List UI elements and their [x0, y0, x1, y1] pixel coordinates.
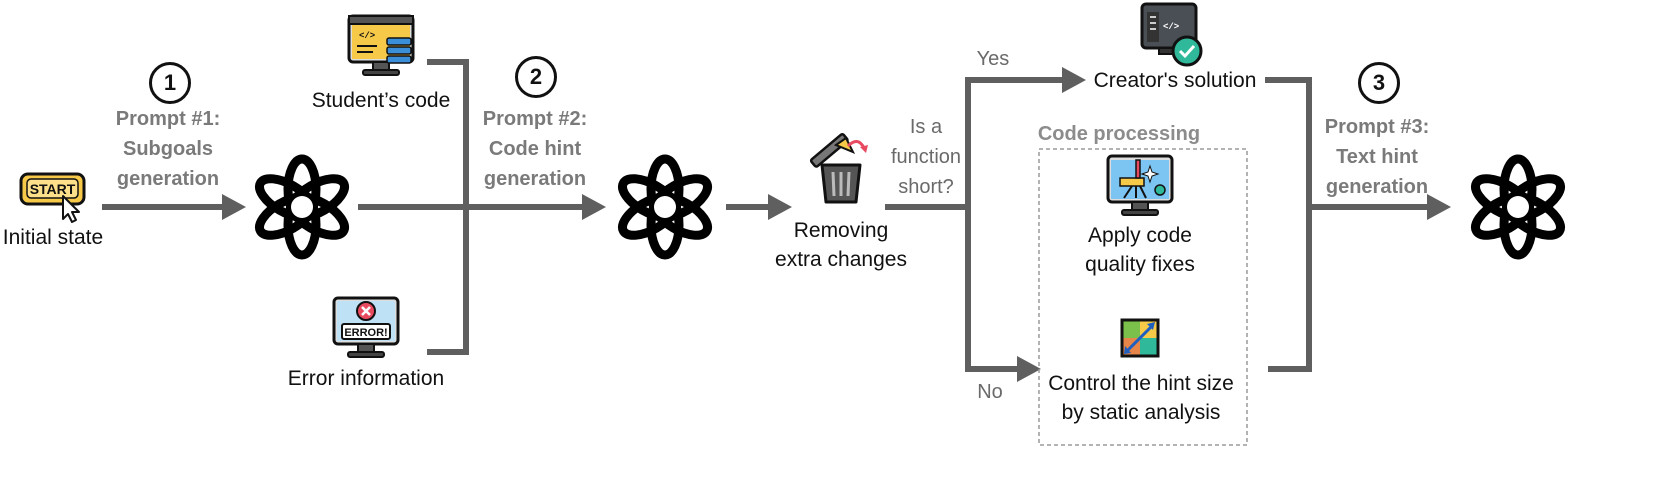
trash-icon [809, 133, 868, 204]
decision-line3: short? [898, 176, 954, 198]
control-hint-size-label: Control the hint size by static analysis [1043, 369, 1239, 427]
decision-yes-label: Yes [976, 48, 1010, 70]
start-button-icon: START [19, 172, 86, 223]
creators-solution-label: Creator's solution [1093, 69, 1257, 92]
apply-code-quality-fixes-label: Apply code quality fixes [1060, 221, 1220, 279]
error-information-label: Error information [287, 367, 445, 390]
students-code-label: Student’s code [311, 89, 451, 112]
arrowheads [222, 67, 1451, 382]
prompt-1-title: Prompt #1: [115, 108, 221, 130]
prompt-3-line1: Text hint [1336, 146, 1418, 168]
prompt-3-label: Prompt #3: Text hint generation [1312, 112, 1442, 202]
connectors [102, 59, 1430, 372]
step-number-3: 3 [1358, 62, 1400, 104]
error-monitor-icon: ERROR! [332, 296, 400, 359]
code-monitor-icon: </> [347, 14, 415, 77]
control-line1: Control the hint size [1048, 372, 1234, 395]
prompt-1-line1: Subgoals [122, 138, 213, 160]
prompt-1-line2: generation [116, 168, 220, 190]
openai-logo-icon [1469, 159, 1566, 255]
prompt-3-line2: generation [1325, 176, 1429, 198]
decision-line2: function [890, 146, 962, 168]
prompt-2-line2: generation [483, 168, 587, 190]
decision-no-label: No [977, 381, 1003, 403]
error-badge-label: ERROR! [344, 327, 387, 339]
step-number-1: 1 [149, 62, 191, 104]
svg-text:</>: </> [1163, 22, 1179, 32]
prompt-2-line1: Code hint [488, 138, 582, 160]
code-fix-monitor-icon [1106, 154, 1174, 217]
openai-logo-icon [253, 159, 350, 255]
removing-extra-changes-label: Removing extra changes [766, 216, 916, 274]
start-label: START [30, 181, 76, 197]
decision-line1: Is a [909, 116, 943, 138]
apply-fixes-line2: quality fixes [1085, 253, 1195, 276]
prompt-3-title: Prompt #3: [1324, 116, 1430, 138]
removing-line1: Removing [793, 219, 889, 242]
size-chart-icon [1120, 318, 1160, 358]
initial-state-label: Initial state [2, 226, 104, 249]
code-processing-title: Code processing [1037, 123, 1201, 145]
prompt-2-label: Prompt #2: Code hint generation [470, 104, 600, 194]
step-number-2: 2 [515, 56, 557, 98]
svg-text:</>: </> [359, 31, 375, 41]
solution-monitor-icon: </> [1140, 2, 1203, 67]
prompt-1-label: Prompt #1: Subgoals generation [103, 104, 233, 194]
prompt-2-title: Prompt #2: [482, 108, 588, 130]
apply-fixes-line1: Apply code [1088, 224, 1192, 247]
openai-logo-icon [616, 159, 713, 255]
control-line2: by static analysis [1061, 401, 1221, 424]
decision-question: Is a function short? [882, 112, 970, 202]
removing-line2: extra changes [775, 248, 907, 271]
